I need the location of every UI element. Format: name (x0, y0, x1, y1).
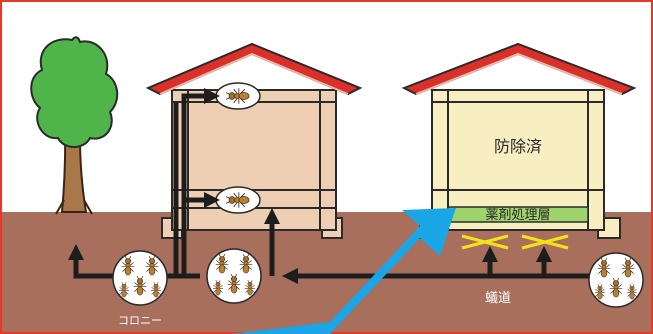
termite-icon (215, 82, 261, 110)
chemical-layer-label: 薬剤処理層 (485, 207, 550, 223)
big-arrow-icon (232, 208, 456, 334)
termite-icon (215, 186, 261, 214)
cross-mark-icon (461, 234, 569, 250)
colony-icon (588, 252, 644, 308)
colony-label: コロニー (118, 314, 162, 327)
treated-label: 防除済 (494, 137, 542, 156)
colony-icon (112, 250, 168, 306)
house-treated (401, 42, 637, 239)
tree-icon (30, 36, 119, 215)
colony-icon (206, 248, 262, 304)
tunnel-label: 蟻道 (485, 290, 511, 306)
